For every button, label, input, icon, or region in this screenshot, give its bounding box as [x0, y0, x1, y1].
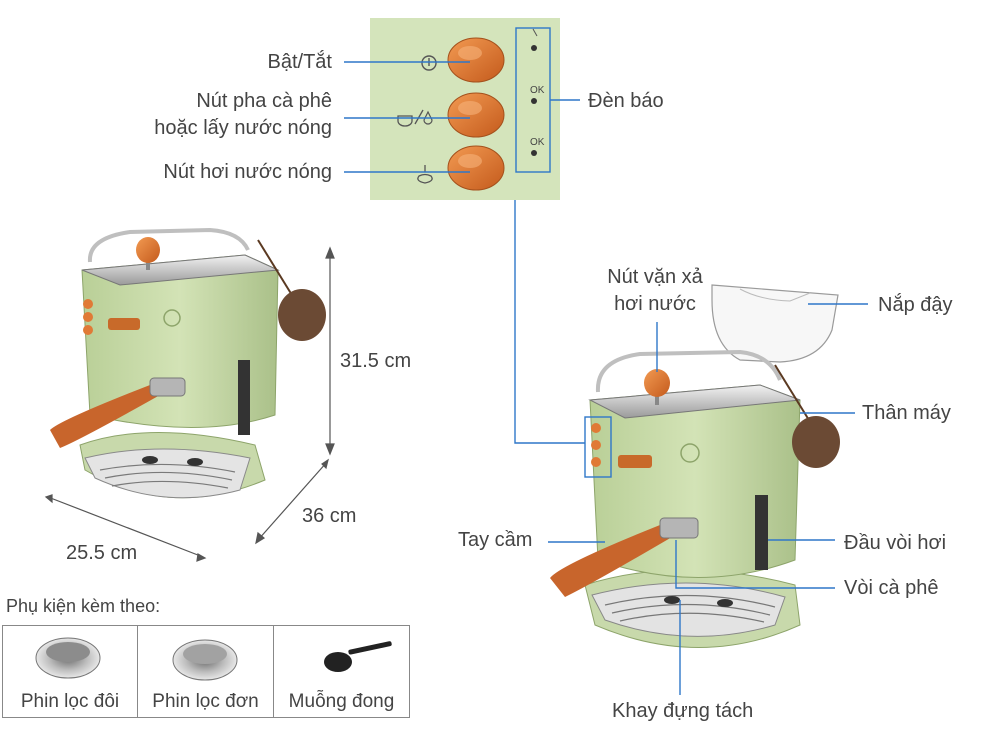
brew-button-label-line1: Nút pha cà phê: [196, 90, 332, 112]
body-label: Thân máy: [862, 402, 951, 424]
control-panel-closeup: OK OK: [344, 18, 585, 444]
power-knob: [447, 37, 505, 83]
ok-mark: OK: [530, 85, 545, 96]
power-button-label: Bật/Tắt: [267, 51, 332, 73]
indicator-light: [531, 150, 537, 156]
height-dimension: 31.5 cm: [340, 350, 412, 372]
machine-front-view: [44, 227, 335, 562]
steam-nozzle-label: Đầu vòi hơi: [844, 532, 947, 554]
indicator-label: Đèn báo: [588, 90, 664, 112]
coffee-spout-label: Vòi cà phê: [844, 577, 939, 599]
steam-release-knob: [644, 369, 670, 397]
connector-line: [514, 200, 585, 444]
depth-dimension: 36 cm: [302, 505, 357, 527]
accessories-title: Phụ kiện kèm theo:: [6, 596, 161, 616]
indicator-light: [531, 45, 537, 51]
accessory-label: Phin lọc đơn: [152, 691, 259, 712]
accessory-measuring-scoop: Muỗng đong: [273, 625, 410, 718]
drip-tray-label: Khay đựng tách: [612, 700, 754, 722]
ok-mark: OK: [530, 137, 545, 148]
cup-water-icon: [397, 109, 433, 127]
lid-label: Nắp đậy: [878, 294, 953, 316]
accessory-label: Phin lọc đôi: [20, 691, 120, 712]
dimension-arrows: [44, 246, 335, 562]
width-dimension: 25.5 cm: [66, 542, 138, 564]
steam-knob-label-line2: hơi nước: [614, 293, 696, 315]
steam-knob-label-line1: Nút vặn xả: [607, 266, 703, 288]
steam-nozzle-shape: [755, 495, 768, 570]
handle-label: Tay cầm: [458, 529, 533, 551]
indicator-light: [531, 98, 537, 104]
lid-shape: [711, 284, 839, 363]
brew-knob: [447, 92, 505, 138]
accessory-label: Muỗng đong: [288, 691, 395, 712]
accessory-single-filter: Phin lọc đơn: [137, 625, 274, 718]
handle-shape: [550, 525, 672, 597]
accessory-double-filter: Phin lọc đôi: [2, 625, 138, 718]
steam-icon: [417, 165, 433, 184]
side-buttons-callout-box: [584, 416, 612, 478]
machine-parts-view: [548, 284, 868, 695]
brew-button-label-line2: hoặc lấy nước nóng: [154, 117, 332, 139]
steam-knob: [447, 145, 505, 191]
parts-callout-lines: [548, 303, 868, 695]
steam-button-label: Nút hơi nước nóng: [163, 161, 332, 183]
